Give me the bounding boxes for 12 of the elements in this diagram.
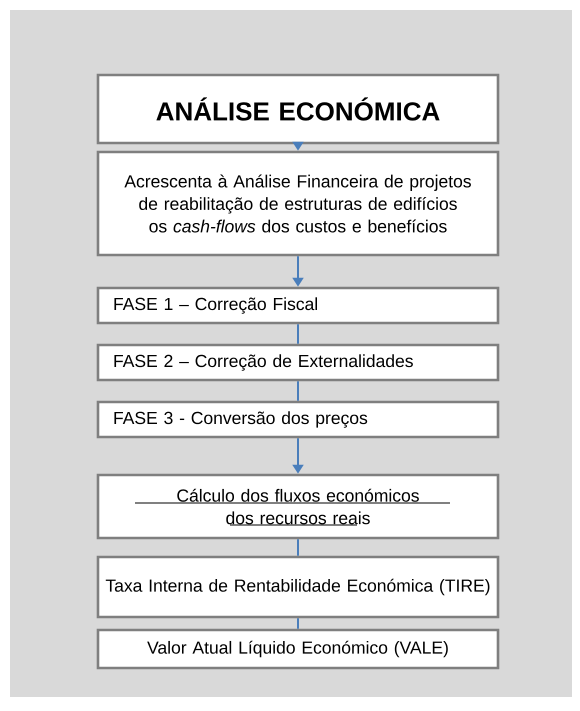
process-box: Taxa Interna de Rentabilidade Económica (TIRE) <box>96 556 500 618</box>
step-box: FASE 1 – Correção Fiscal <box>96 286 500 324</box>
process-box: Acrescenta à Análise Financeira de projetos de reabilitação de estruturas de edifícios os cash-flows dos custos e benefícios <box>96 150 500 256</box>
title-box: ANÁLISE ECONÓMICA <box>96 74 500 144</box>
connector-line <box>297 539 299 556</box>
step-box: FASE 3 - Conversão dos preços <box>96 400 500 438</box>
connector-line <box>297 381 299 401</box>
connector-line <box>297 324 299 344</box>
step-box: FASE 2 – Correção de Externalidades <box>96 344 500 382</box>
process-box: Cálculo dos fluxos económicos dos recursos reais <box>96 474 500 540</box>
connector-line <box>297 618 299 629</box>
process-box: Valor Atual Líquido Económico (VALE) <box>96 628 500 670</box>
